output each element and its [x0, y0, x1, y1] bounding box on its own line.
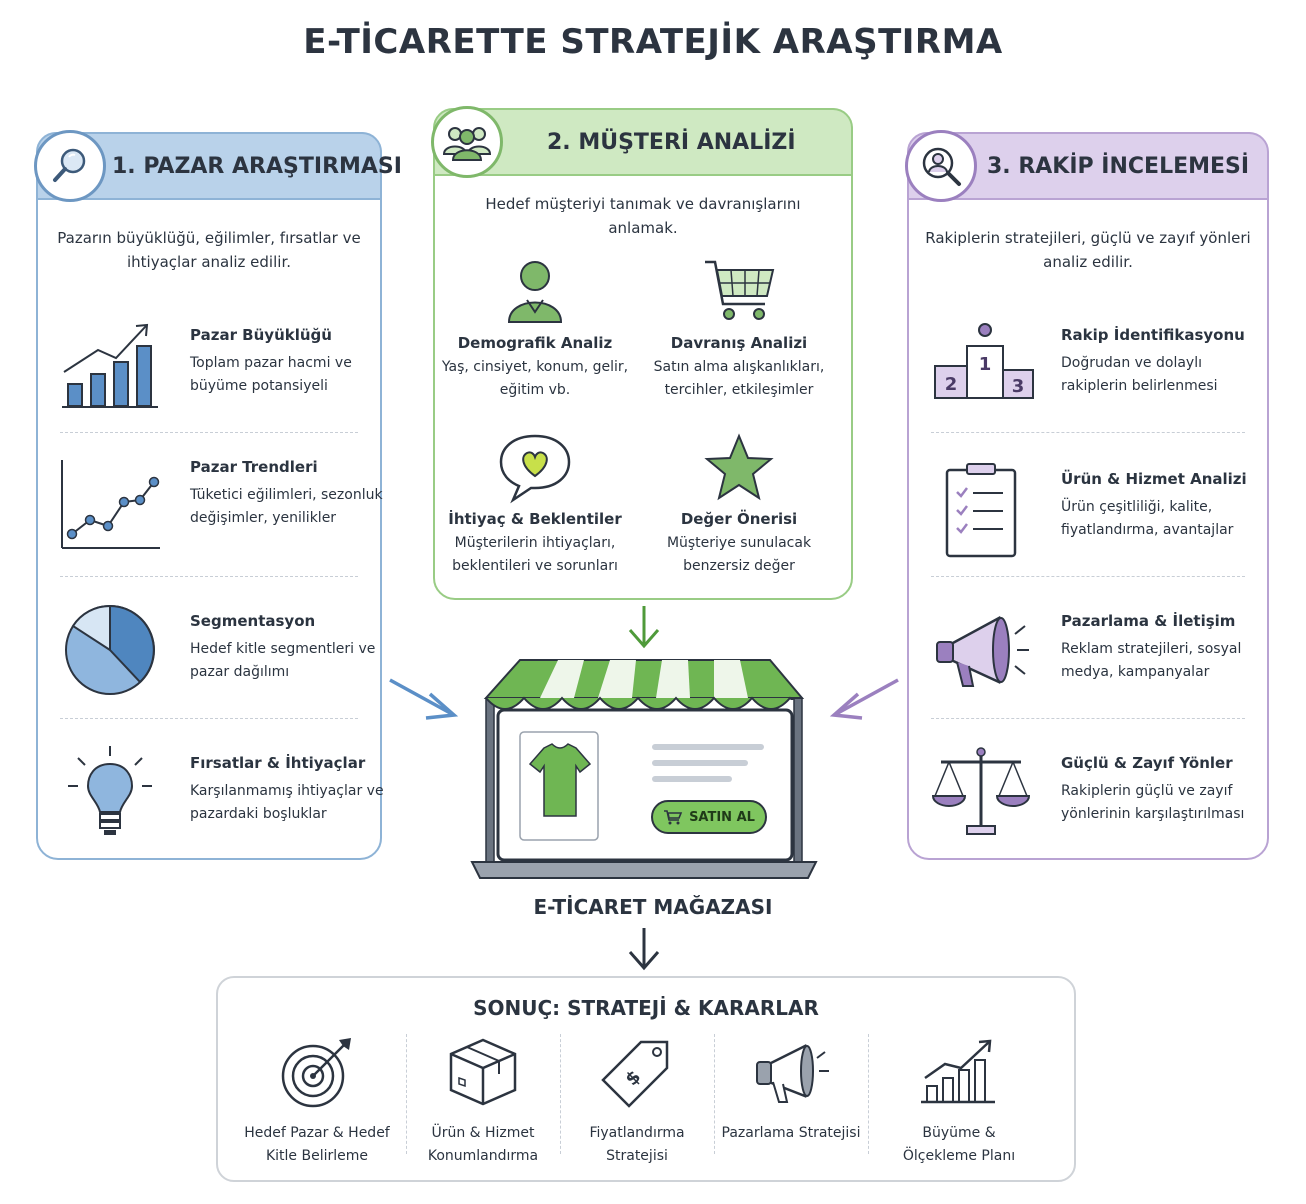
competitor-item-title: Rakip İdentifikasyonu: [1061, 326, 1245, 344]
competitor-panel: 3. RAKİP İNCELEMESİ Rakiplerin stratejil…: [905, 130, 1269, 860]
market-research-header: 1. PAZAR ARAŞTIRMASI: [34, 130, 402, 202]
competitor-item-desc: Rakiplerin güçlü ve zayıf yönlerinin kar…: [1061, 783, 1245, 822]
bar-chart-up-icon: [62, 323, 158, 408]
result-item-target: Hedef Pazar & Hedef Kitle Belirleme: [242, 1034, 392, 1168]
market-item-desc: Hedef kitle segmentleri ve pazar dağılım…: [190, 641, 376, 680]
result-item-label: Hedef Pazar & Hedef Kitle Belirleme: [244, 1125, 390, 1164]
line-chart-icon: [61, 460, 160, 549]
competitor-item-identification: 1 2 3 Rakip İdentifikasyonu Doğrudan ve …: [929, 318, 1257, 438]
person-search-icon: [905, 130, 977, 202]
market-item-title: Fırsatlar & İhtiyaçlar: [190, 754, 366, 772]
competitor-item-marketing: Pazarlama & İletişim Reklam stratejileri…: [929, 604, 1257, 724]
arrow-down-dark-icon: [628, 928, 660, 971]
arrow-down-green-icon: [628, 606, 660, 649]
competitor-item-desc: Ürün çeşitliliği, kalite, fiyatlandırma,…: [1061, 499, 1234, 538]
competitor-title: 3. RAKİP İNCELEMESİ: [987, 154, 1250, 179]
customer-item-title: Demografik Analiz: [457, 334, 613, 352]
customer-analysis-description: Hedef müşteriyi tanımak ve davranışların…: [485, 195, 801, 237]
customer-item-title: İhtiyaç & Beklentiler: [448, 510, 622, 528]
market-research-panel: 1. PAZAR ARAŞTIRMASI Pazarın büyüklüğü, …: [34, 130, 402, 860]
customer-item-title: Davranış Analizi: [670, 334, 808, 352]
market-item-desc: Karşılanmamış ihtiyaçlar ve pazardaki bo…: [190, 783, 384, 822]
result-item-growth: Büyüme & Ölçekleme Planı: [884, 1034, 1034, 1168]
customer-analysis-header: 2. MÜŞTERİ ANALİZİ: [431, 106, 853, 178]
people-group-icon: [431, 106, 503, 178]
arrow-left-blue-icon: [389, 678, 459, 720]
customer-analysis-title: 2. MÜŞTERİ ANALİZİ: [547, 130, 796, 155]
market-item-title: Segmentasyon: [190, 612, 316, 630]
store-label: E-TİCARET MAĞAZASI: [533, 895, 773, 919]
buy-button[interactable]: SATIN AL: [651, 800, 767, 834]
person-icon: [507, 261, 563, 323]
star-icon: [704, 433, 774, 501]
podium-third: 3: [1012, 376, 1025, 397]
customer-item-behavior: Davranış Analizi Satın alma alışkanlıkla…: [639, 256, 839, 402]
market-item-opportunities: Fırsatlar & İhtiyaçlar Karşılanmamış iht…: [58, 746, 384, 866]
result-item-label: Ürün & Hizmet Konumlandırma: [427, 1125, 539, 1164]
customer-analysis-panel: 2. MÜŞTERİ ANALİZİ Hedef müşteriyi tanım…: [431, 106, 853, 600]
market-item-desc: Tüketici eğilimleri, sezonluk değişimler…: [190, 487, 383, 526]
market-item-size: Pazar Büyüklüğü Toplam pazar hacmi ve bü…: [58, 318, 370, 438]
megaphone-icon: [756, 1043, 829, 1103]
page-title: E-TİCARETTE STRATEJİK ARAŞTIRMA: [303, 22, 1003, 62]
customer-item-desc: Yaş, cinsiyet, konum, gelir, eğitim vb.: [441, 359, 629, 398]
result-panel: SONUÇ: STRATEJİ & KARARLAR Hedef Pazar &…: [216, 976, 1076, 1182]
result-item-pricing: $ Fiyatlandırma Stratejisi: [562, 1034, 712, 1168]
market-item-title: Pazar Büyüklüğü: [190, 326, 332, 344]
customer-item-desc: Müşteriye sunulacak benzersiz değer: [666, 535, 812, 574]
market-item-trends: Pazar Trendleri Tüketici eğilimleri, sez…: [58, 450, 383, 570]
market-research-description: Pazarın büyüklüğü, eğilimler, fırsatlar …: [57, 229, 361, 271]
customer-item-needs: İhtiyaç & Beklentiler Müşterilerin ihtiy…: [435, 432, 635, 578]
customer-item-desc: Satın alma alışkanlıkları, tercihler, et…: [653, 359, 825, 398]
customer-item-title: Değer Önerisi: [680, 510, 798, 528]
competitor-item-title: Pazarlama & İletişim: [1061, 612, 1236, 630]
market-item-desc: Toplam pazar hacmi ve büyüme potansiyeli: [190, 355, 352, 394]
target-icon: [281, 1038, 351, 1108]
competitor-item-strengths: Güçlü & Zayıf Yönler Rakiplerin güçlü ve…: [929, 746, 1257, 866]
competitor-description: Rakiplerin stratejileri, güçlü ve zayıf …: [925, 229, 1251, 271]
result-item-label: Büyüme & Ölçekleme Planı: [902, 1125, 1016, 1164]
competitor-item-product: Ürün & Hizmet Analizi Ürün çeşitliliği, …: [929, 462, 1257, 582]
pie-chart-icon: [65, 604, 155, 695]
storefront-laptop-icon: [470, 659, 818, 879]
result-title: SONUÇ: STRATEJİ & KARARLAR: [473, 996, 819, 1020]
competitor-item-title: Güçlü & Zayıf Yönler: [1061, 754, 1233, 772]
cart-small-icon: [664, 810, 683, 825]
cart-icon: [705, 260, 775, 320]
competitor-item-desc: Reklam stratejileri, sosyal medya, kampa…: [1061, 641, 1242, 680]
customer-item-demographic: Demografik Analiz Yaş, cinsiyet, konum, …: [435, 256, 635, 402]
scale-icon: [931, 747, 1031, 835]
podium-first: 1: [979, 354, 992, 375]
market-item-segmentation: Segmentasyon Hedef kitle segmentleri ve …: [58, 604, 375, 724]
podium-icon: 1 2 3: [934, 323, 1034, 399]
customer-item-value: Değer Önerisi Müşteriye sunulacak benzer…: [639, 432, 839, 578]
price-tag-icon: $: [601, 1040, 669, 1108]
megaphone-icon: [936, 615, 1029, 687]
result-item-label: Pazarlama Stratejisi: [721, 1125, 861, 1141]
result-item-label: Fiyatlandırma Stratejisi: [589, 1125, 685, 1164]
result-item-marketing: Pazarlama Stratejisi: [716, 1034, 866, 1145]
customer-item-desc: Müşterilerin ihtiyaçları, beklentileri v…: [452, 535, 618, 574]
magnifier-icon: [34, 130, 106, 202]
buy-button-label: SATIN AL: [689, 809, 755, 825]
result-item-product: Ürün & Hizmet Konumlandırma: [408, 1034, 558, 1168]
heart-bubble-icon: [499, 434, 571, 504]
box-icon: [449, 1038, 517, 1106]
market-research-title: 1. PAZAR ARAŞTIRMASI: [112, 154, 402, 179]
market-item-title: Pazar Trendleri: [190, 458, 318, 476]
arrow-right-purple-icon: [829, 678, 899, 720]
lightbulb-icon: [68, 746, 152, 835]
competitor-item-desc: Doğrudan ve dolaylı rakiplerin belirlenm…: [1061, 355, 1218, 394]
growth-chart-icon: [921, 1039, 995, 1104]
competitor-item-title: Ürün & Hizmet Analizi: [1061, 470, 1247, 488]
clipboard-icon: [945, 463, 1017, 558]
competitor-header: 3. RAKİP İNCELEMESİ: [905, 130, 1269, 202]
podium-second: 2: [945, 374, 958, 395]
